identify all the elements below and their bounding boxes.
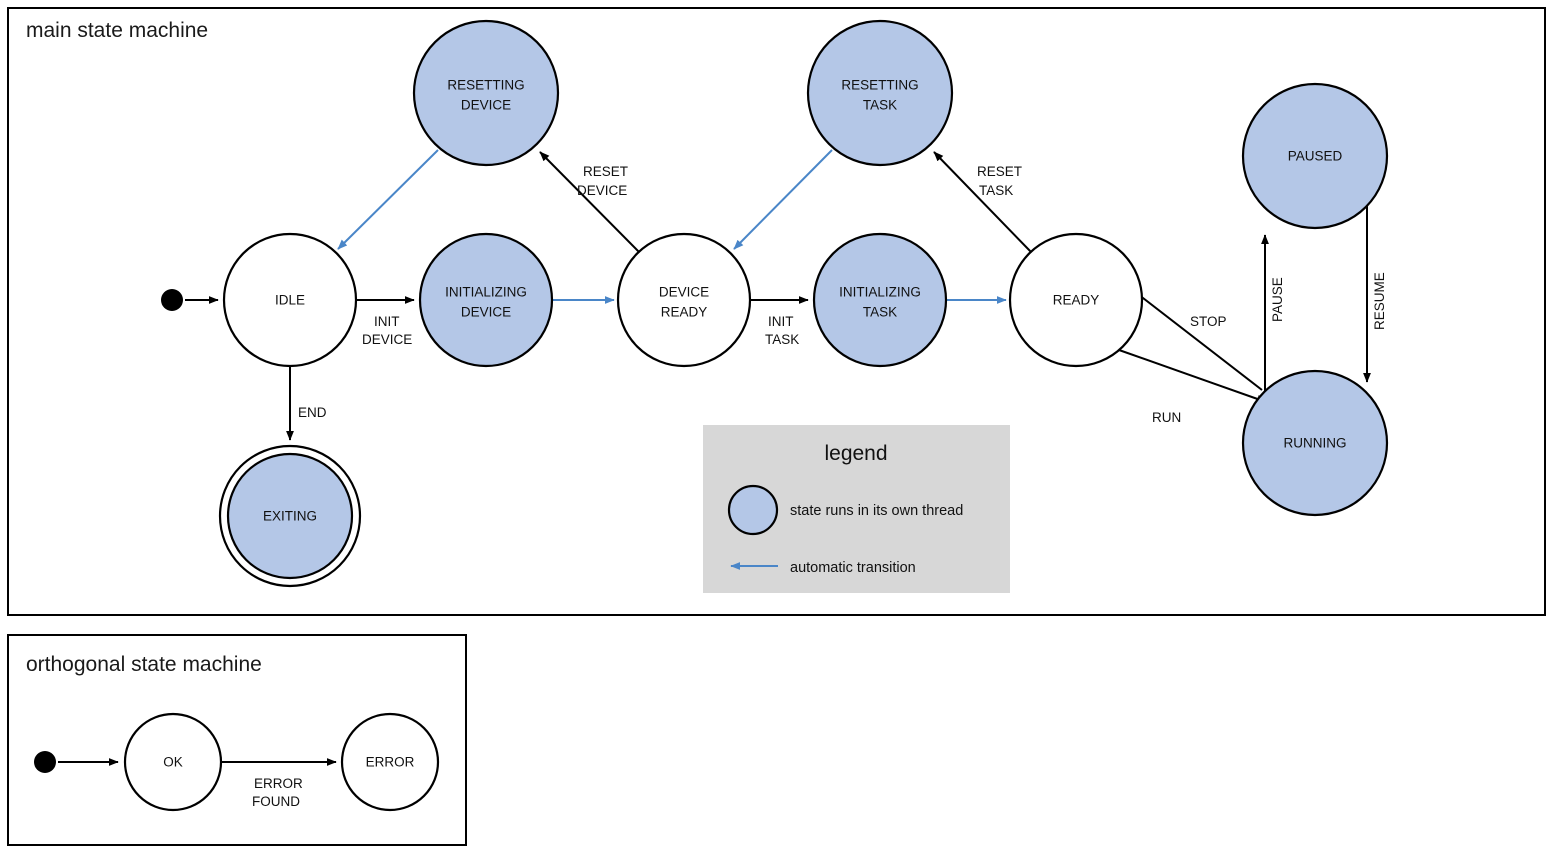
edge-label-resume: RESUME <box>1372 272 1387 330</box>
edge-reset-device-idle-auto <box>337 149 439 250</box>
initial-state-marker-orthogonal <box>34 751 56 773</box>
edge-label-reset-device-line1: RESET <box>583 164 628 179</box>
state-exiting-circle[interactable] <box>226 452 354 580</box>
edge-label-end: END <box>298 405 327 420</box>
state-ok-circle[interactable] <box>123 712 223 812</box>
state-paused-label: PAUSED <box>1288 149 1343 164</box>
state-ok[interactable]: OK <box>123 712 223 812</box>
state-resetting-device-label-line2: DEVICE <box>461 98 511 113</box>
state-initializing-device-label-line1: INITIALIZING <box>445 285 527 300</box>
edge-ready-run-running <box>1118 349 1267 403</box>
state-initializing-device-label-line2: DEVICE <box>461 305 511 320</box>
state-running-label: RUNNING <box>1284 436 1347 451</box>
state-running-circle[interactable] <box>1241 369 1389 517</box>
edge-label-init-task-line2: TASK <box>765 332 799 347</box>
edge-label-error-found-line1: ERROR <box>254 776 303 791</box>
state-device-ready-label-line2: READY <box>661 305 708 320</box>
orthogonal-frame-title: orthogonal state machine <box>26 653 262 676</box>
state-initializing-device-circle[interactable] <box>418 232 554 368</box>
edge-device-ready-reset-device <box>539 151 641 254</box>
state-ready-circle[interactable] <box>1008 232 1144 368</box>
state-resetting-device[interactable]: RESETTING DEVICE <box>412 19 560 167</box>
legend-thread-state-text: state runs in its own thread <box>790 503 963 519</box>
edge-label-init-device-line2: DEVICE <box>362 332 412 347</box>
state-running[interactable]: RUNNING <box>1241 369 1389 517</box>
state-initializing-task-label-line1: INITIALIZING <box>839 285 921 300</box>
state-paused-circle[interactable] <box>1241 82 1389 230</box>
state-error-label: ERROR <box>366 755 415 770</box>
state-device-ready[interactable]: DEVICE READY <box>616 232 752 368</box>
state-ok-label: OK <box>163 755 183 770</box>
state-paused[interactable]: PAUSED <box>1241 82 1389 230</box>
state-error[interactable]: ERROR <box>340 712 440 812</box>
state-resetting-task-label-line2: TASK <box>863 98 897 113</box>
state-resetting-task-label-line1: RESETTING <box>841 78 918 93</box>
state-idle[interactable]: IDLE <box>222 232 358 368</box>
edge-label-pause: PAUSE <box>1270 277 1285 322</box>
state-resetting-device-circle[interactable] <box>412 19 560 167</box>
initial-state-marker-main <box>161 289 183 311</box>
legend-auto-transition-text: automatic transition <box>790 560 916 576</box>
state-initializing-task-label-line2: TASK <box>863 305 897 320</box>
edge-running-stop-ready <box>1129 287 1263 391</box>
edge-label-reset-task-line2: TASK <box>979 183 1013 198</box>
state-initializing-task[interactable]: INITIALIZING TASK <box>812 232 948 368</box>
state-exiting-outer-ring <box>218 444 362 588</box>
state-initializing-device[interactable]: INITIALIZING DEVICE <box>418 232 554 368</box>
state-resetting-task-circle[interactable] <box>806 19 954 167</box>
state-exiting[interactable]: EXITING <box>218 444 362 588</box>
state-ready[interactable]: READY <box>1008 232 1144 368</box>
state-error-circle[interactable] <box>340 712 440 812</box>
legend-title: legend <box>824 442 887 465</box>
edge-label-stop: STOP <box>1190 314 1227 329</box>
edge-reset-task-device-ready-auto <box>733 149 833 250</box>
edge-label-error-found-line2: FOUND <box>252 794 300 809</box>
edge-label-init-task-line1: INIT <box>768 314 794 329</box>
edge-label-reset-task-line1: RESET <box>977 164 1022 179</box>
edge-label-run: RUN <box>1152 410 1181 425</box>
legend-thread-state-swatch <box>727 484 779 536</box>
state-exiting-label: EXITING <box>263 509 317 524</box>
state-device-ready-label-line1: DEVICE <box>659 285 709 300</box>
state-idle-circle[interactable] <box>222 232 358 368</box>
state-resetting-device-label-line1: RESETTING <box>447 78 524 93</box>
state-device-ready-circle[interactable] <box>616 232 752 368</box>
main-frame-title: main state machine <box>26 19 208 42</box>
state-ready-label: READY <box>1053 293 1100 308</box>
state-initializing-task-circle[interactable] <box>812 232 948 368</box>
state-resetting-task[interactable]: RESETTING TASK <box>806 19 954 167</box>
state-idle-label: IDLE <box>275 293 305 308</box>
edge-label-reset-device-line2: DEVICE <box>577 183 627 198</box>
legend: legend state runs in its own thread auto… <box>703 425 1010 593</box>
edge-label-init-device-line1: INIT <box>374 314 400 329</box>
edge-ready-reset-task <box>933 151 1033 254</box>
